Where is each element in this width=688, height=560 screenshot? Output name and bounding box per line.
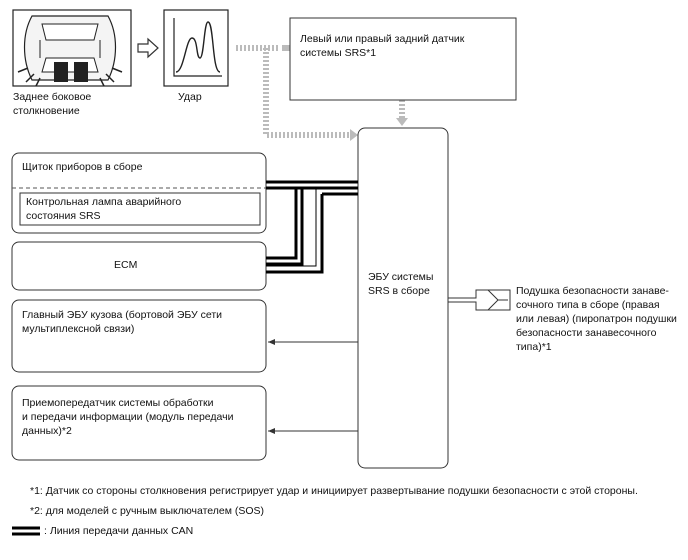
- curtain-airbag-label: Подушка безопасности занаве- сочного тип…: [516, 285, 677, 353]
- warning-light-inner-box: [19, 192, 261, 226]
- rear-sensor-box: [289, 17, 517, 101]
- shock-graph-icon: [163, 9, 229, 87]
- curtain-airbag-connector: [448, 289, 511, 311]
- shock-label: Удар: [178, 91, 202, 103]
- legend-can-label: : Линия передачи данных CAN: [44, 525, 194, 537]
- impact-to-shock-arrow: [137, 37, 159, 59]
- body-ecu-label: Главный ЭБУ кузова (бортовой ЭБУ сети му…: [22, 309, 223, 335]
- ecm-label: ECM: [114, 259, 138, 271]
- can-bus-lines: [266, 180, 358, 274]
- rear-sensor-label: Левый или правый задний датчик системы S…: [300, 33, 465, 59]
- footnote-2: *2: для моделей с ручным выключателем (S…: [30, 505, 265, 517]
- impact-label: Заднее боковое столкновение: [13, 91, 92, 117]
- impact-signal-dotted-path: [236, 45, 408, 141]
- can-legend-symbol: [12, 526, 40, 536]
- transceiver-label: Приемопередатчик системы обработки и пер…: [22, 397, 234, 437]
- transceiver-box: [11, 385, 267, 461]
- car-impact-image: [12, 9, 132, 87]
- srs-ecu-label: ЭБУ системы SRS в сборе: [368, 271, 434, 297]
- combination-meter-label: Щиток приборов в сборе: [22, 161, 143, 173]
- footnote-1: *1: Датчик со стороны столкновения регис…: [30, 485, 638, 497]
- warning-light-label: Контрольная лампа аварийного состояния S…: [26, 196, 182, 222]
- srs-ecu-box: [357, 127, 449, 469]
- body-ecu-box: [11, 299, 267, 373]
